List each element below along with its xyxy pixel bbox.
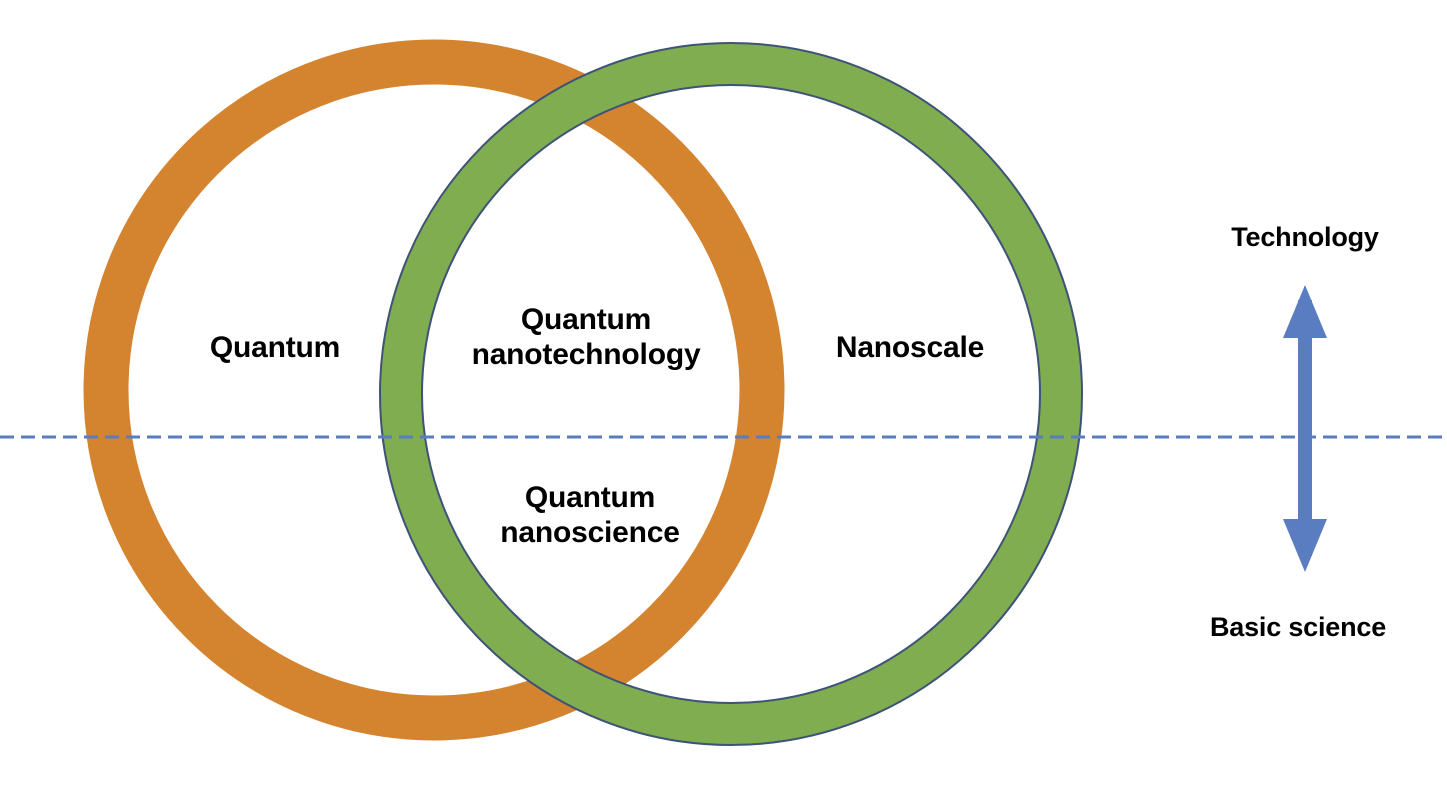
arrow-head-down-icon <box>1283 519 1327 572</box>
arrow-head-up-icon <box>1283 285 1327 338</box>
axis-label-technology: Technology <box>1231 222 1379 252</box>
region-label-nanoscale: Nanoscale <box>835 331 985 364</box>
vertical-double-arrow <box>1283 285 1327 572</box>
region-label-quantum-nanotechnology: Quantum nanotechnology <box>471 303 701 372</box>
region-label-quantum: Quantum <box>209 331 341 364</box>
quantum-circle-ring <box>83 39 785 741</box>
region-label-quantum-nanoscience: Quantum nanoscience <box>500 481 680 550</box>
arrow-shaft <box>1298 300 1312 556</box>
axis-label-basic-science: Basic science <box>1209 612 1387 642</box>
nanoscale-circle-group <box>379 42 1083 746</box>
nanoscale-circle-ring <box>381 44 1081 744</box>
